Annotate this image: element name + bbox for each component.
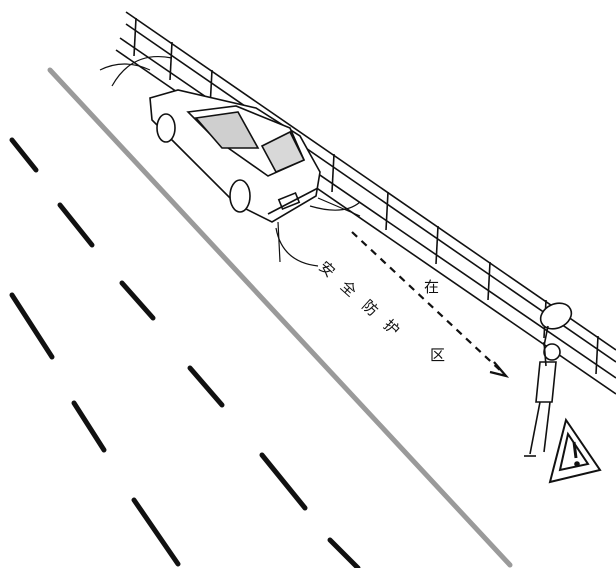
distance-arrow-line — [351, 231, 503, 373]
annotation-right: 在 — [424, 278, 439, 296]
hazard-light-arcs — [99, 56, 361, 267]
car-rear-wheel — [229, 179, 251, 213]
parked-car — [149, 89, 321, 223]
warning-exclamation-dot — [574, 461, 580, 467]
lane-dash — [327, 537, 361, 568]
lane-dash — [57, 202, 95, 248]
hazard-arc-rear — [309, 201, 361, 211]
lane-dash — [9, 292, 55, 360]
lane-dash — [71, 400, 107, 453]
distance-arrow — [351, 231, 510, 378]
warning-exclamation — [572, 441, 578, 459]
guardrail-post — [133, 17, 137, 57]
car-front-wheel — [156, 113, 176, 143]
guardrail-rail-mid — [125, 23, 616, 363]
car-rear-window — [260, 130, 306, 174]
hazard-arc-front — [99, 63, 151, 71]
guardrail-post — [331, 153, 335, 193]
worker-leg-left — [529, 401, 541, 455]
lane-dash — [9, 137, 39, 173]
worker-head — [543, 343, 561, 361]
guardrail-post — [385, 191, 389, 231]
hazard-arc-rear — [275, 227, 319, 267]
guardrail-rail-top — [125, 11, 616, 351]
lane-dash — [259, 452, 308, 511]
warning-triangle-icon — [548, 417, 602, 484]
distance-arrow-head — [489, 361, 510, 378]
annotation-bottom: 区 — [430, 346, 445, 364]
lane-dash — [119, 280, 156, 321]
annotation-left: 安全防护 — [315, 258, 413, 349]
safety-worker — [524, 302, 573, 457]
hazard-arc-front — [111, 56, 173, 87]
car-side-window — [194, 111, 260, 149]
guardrail-rail-low — [119, 37, 616, 379]
lane-dash — [131, 497, 181, 567]
lane-markings — [9, 137, 361, 568]
guardrail-post — [435, 225, 439, 265]
worker-arm — [543, 341, 547, 367]
lane-dash — [187, 365, 225, 408]
guardrail — [115, 11, 616, 395]
annotation-group: 安全防护 在 区 — [315, 258, 445, 364]
hazard-ray — [317, 197, 361, 217]
hazard-ray — [277, 221, 281, 263]
worker-torso — [535, 361, 557, 403]
guardrail-post — [595, 335, 599, 375]
worker-leg-right — [543, 401, 551, 453]
guardrail-post — [487, 261, 491, 301]
car-bumper — [267, 187, 319, 215]
road-edge-line — [47, 67, 513, 568]
guardrail-post — [169, 41, 173, 81]
hand-sign-icon — [539, 302, 573, 330]
